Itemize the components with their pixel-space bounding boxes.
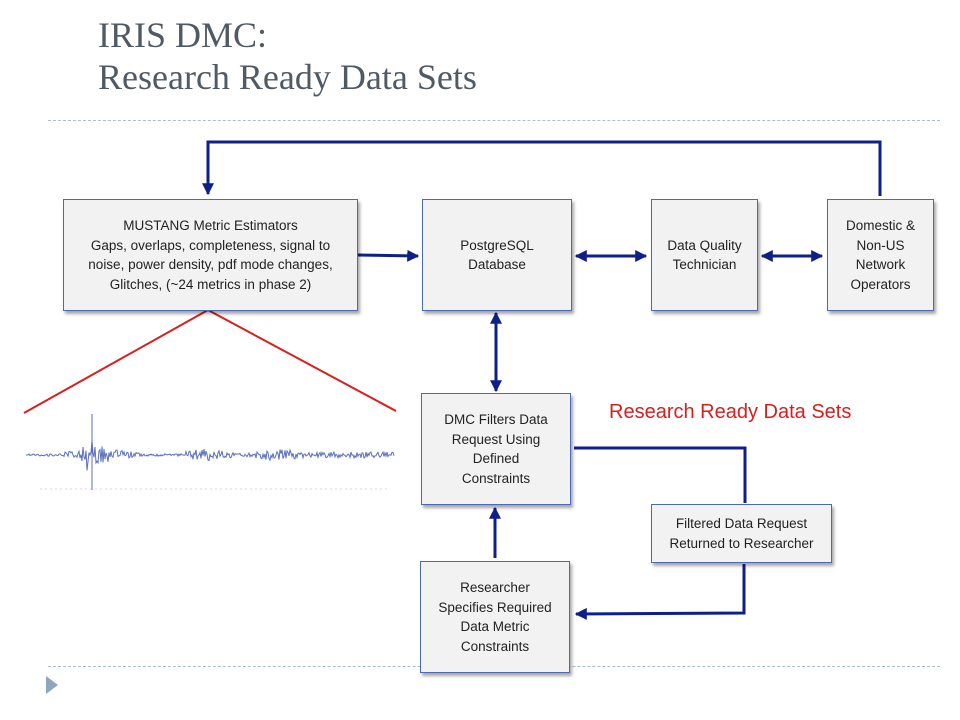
slide-bullet-icon [46,676,58,694]
research-ready-label: Research Ready Data Sets [609,401,852,423]
mustang-box: MUSTANG Metric Estimators Gaps, overlaps… [63,199,358,311]
filters-box: DMC Filters Data Request Using Defined C… [421,393,571,505]
title-line-1: IRIS DMC: [98,15,268,55]
mustang-line-2: Gaps, overlaps, completeness, signal to [90,237,331,253]
top-divider [48,120,940,121]
postgres-line-2: Database [468,257,526,272]
operators-line-4: Operators [850,276,911,292]
returned-line-2: Returned to Researcher [669,535,814,551]
researcher-line-1: Researcher [460,580,530,595]
researcher-box: Researcher Specifies Required Data Metri… [420,561,570,673]
returned-box: Filtered Data Request Returned to Resear… [651,504,832,563]
technician-line-2: Technician [672,257,737,272]
mustang-line-4: Glitches, (~24 metrics in phase 2) [109,276,312,292]
mustang-line-3: noise, power density, pdf mode changes, [88,257,333,272]
researcher-line-2: Specifies Required [438,599,552,615]
arrow-mustang-to-postgres [357,249,420,262]
researcher-line-3: Data Metric [460,619,530,634]
operators-line-1: Domestic & [845,218,916,233]
filters-line-3: Defined [472,451,520,466]
researcher-line-4: Constraints [460,638,530,654]
zoom-line-right [207,309,397,412]
postgres-line-1: PostgreSQL [460,237,534,253]
filters-line-4: Constraints [461,470,531,486]
filters-line-2: Request Using [451,431,541,447]
arrow-operators-to-mustang [202,140,882,196]
operators-box: Domestic & Non-US Network Operators [827,199,934,311]
technician-line-1: Data Quality [667,237,742,253]
slide-title: IRIS DMC: Research Ready Data Sets [98,14,477,98]
connector-filters-to-returned [574,446,747,503]
technician-box: Data Quality Technician [651,199,758,311]
zoom-line-left [23,309,209,414]
seismic-waveform [26,414,395,490]
arrow-returned-to-researcher [574,564,746,620]
filters-line-1: DMC Filters Data [444,412,548,427]
operators-line-3: Network [855,257,906,272]
mustang-line-1: MUSTANG Metric Estimators [123,218,298,233]
title-line-2: Research Ready Data Sets [98,57,477,97]
postgres-box: PostgreSQL Database [422,199,572,311]
returned-line-1: Filtered Data Request [675,516,808,531]
operators-line-2: Non-US [856,237,905,253]
